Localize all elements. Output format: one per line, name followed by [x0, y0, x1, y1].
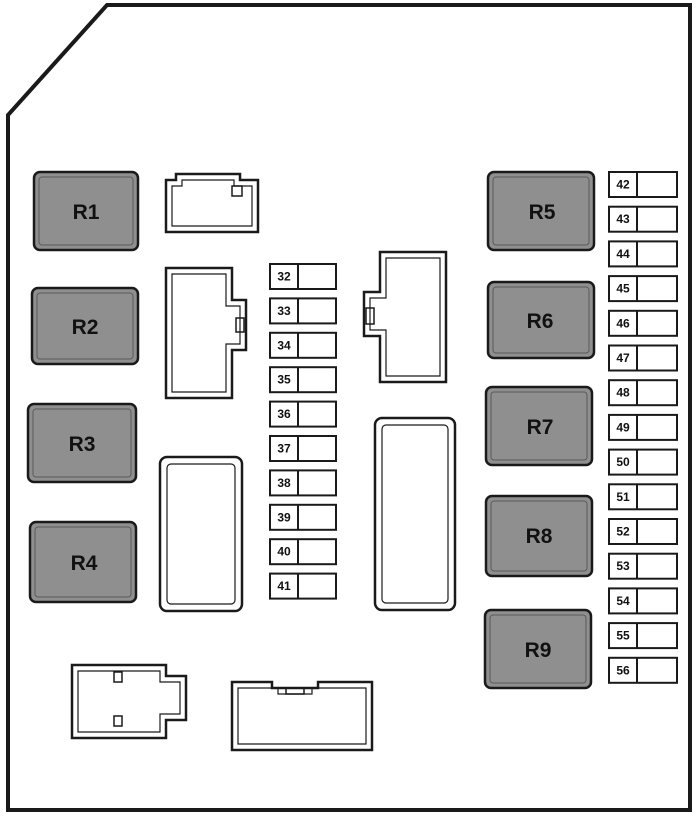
relay-r3: R3	[26, 402, 138, 484]
fuse-number-label: 44	[616, 247, 630, 261]
relay-label: R6	[527, 310, 554, 333]
connector-right-lower	[373, 416, 457, 612]
fuse-number-label: 36	[277, 407, 291, 421]
fuse-55: 55	[608, 622, 678, 650]
fuse-39: 39	[269, 503, 337, 531]
relay-label: R7	[527, 416, 554, 439]
relay-r8: R8	[484, 494, 594, 578]
fuse-34: 34	[269, 331, 337, 359]
fuse-number-label: 40	[277, 545, 291, 559]
relay-label: R2	[72, 316, 99, 339]
fuse-43: 43	[608, 205, 678, 233]
fuse-38: 38	[269, 469, 337, 497]
relay-r9: R9	[483, 608, 593, 690]
fuse-32: 32	[269, 263, 337, 290]
fuse-35: 35	[269, 366, 337, 394]
fuse-56: 56	[608, 656, 678, 684]
fuse-number-label: 33	[277, 304, 291, 318]
fuse-51: 51	[608, 483, 678, 511]
fuse-40: 40	[269, 538, 337, 566]
relay-r2: R2	[30, 286, 140, 366]
relay-label: R4	[71, 552, 98, 575]
fuse-column-right: 42 43 44 45 46 47 48 49 50 51 52 53 54 55 56	[608, 171, 678, 684]
fuse-number-label: 37	[277, 442, 291, 456]
fuse-number-label: 45	[616, 282, 630, 296]
relay-label: R8	[526, 525, 553, 548]
fuse-number-label: 43	[616, 212, 630, 226]
connector-top	[164, 172, 260, 234]
fuse-44: 44	[608, 240, 678, 268]
fuse-number-label: 47	[616, 351, 630, 365]
fuse-number-label: 42	[616, 178, 630, 192]
relay-label: R1	[73, 201, 100, 224]
fuse-number-label: 49	[616, 420, 630, 434]
fuse-number-label: 38	[277, 476, 291, 490]
fuse-number-label: 48	[616, 386, 630, 400]
fuse-41: 41	[269, 572, 337, 600]
fuse-number-label: 32	[277, 270, 291, 284]
fuse-number-label: 39	[277, 510, 291, 524]
fuse-46: 46	[608, 309, 678, 337]
fuse-50: 50	[608, 448, 678, 476]
fuse-53: 53	[608, 552, 678, 580]
relay-label: R5	[529, 201, 556, 224]
relay-label: R3	[69, 433, 96, 456]
fuse-number-label: 55	[616, 629, 630, 643]
relay-r6: R6	[486, 280, 596, 360]
fuse-49: 49	[608, 413, 678, 441]
relay-label: R9	[525, 639, 552, 662]
fuse-number-label: 35	[277, 373, 291, 387]
fuse-number-label: 52	[616, 525, 630, 539]
fuse-54: 54	[608, 587, 678, 615]
connector-bottom-middle	[230, 680, 374, 752]
fuse-number-label: 50	[616, 455, 630, 469]
fuse-number-label: 46	[616, 316, 630, 330]
fuse-48: 48	[608, 379, 678, 407]
fuse-number-label: 51	[616, 490, 630, 504]
fuse-33: 33	[269, 297, 337, 325]
fuse-37: 37	[269, 435, 337, 462]
relay-r7: R7	[484, 385, 594, 467]
fuse-column-middle: 32 33 34 35 36 37 38 39 40 41	[269, 263, 337, 600]
fuse-number-label: 56	[616, 663, 630, 677]
connector-left-upper	[164, 266, 248, 400]
fuse-36: 36	[269, 400, 337, 428]
connector-bottom-left	[70, 663, 188, 740]
fuse-45: 45	[608, 275, 678, 303]
fuse-52: 52	[608, 518, 678, 545]
fuse-number-label: 54	[616, 594, 630, 608]
connector-left-lower	[158, 455, 244, 613]
relay-r5: R5	[486, 170, 596, 252]
fuse-47: 47	[608, 344, 678, 372]
fuse-number-label: 41	[277, 579, 291, 593]
connector-right-upper	[362, 250, 448, 384]
relay-r1: R1	[32, 170, 140, 252]
relay-r4: R4	[28, 520, 138, 604]
fuse-number-label: 34	[277, 338, 291, 352]
fuse-number-label: 53	[616, 559, 630, 573]
fuse-42: 42	[608, 171, 678, 198]
